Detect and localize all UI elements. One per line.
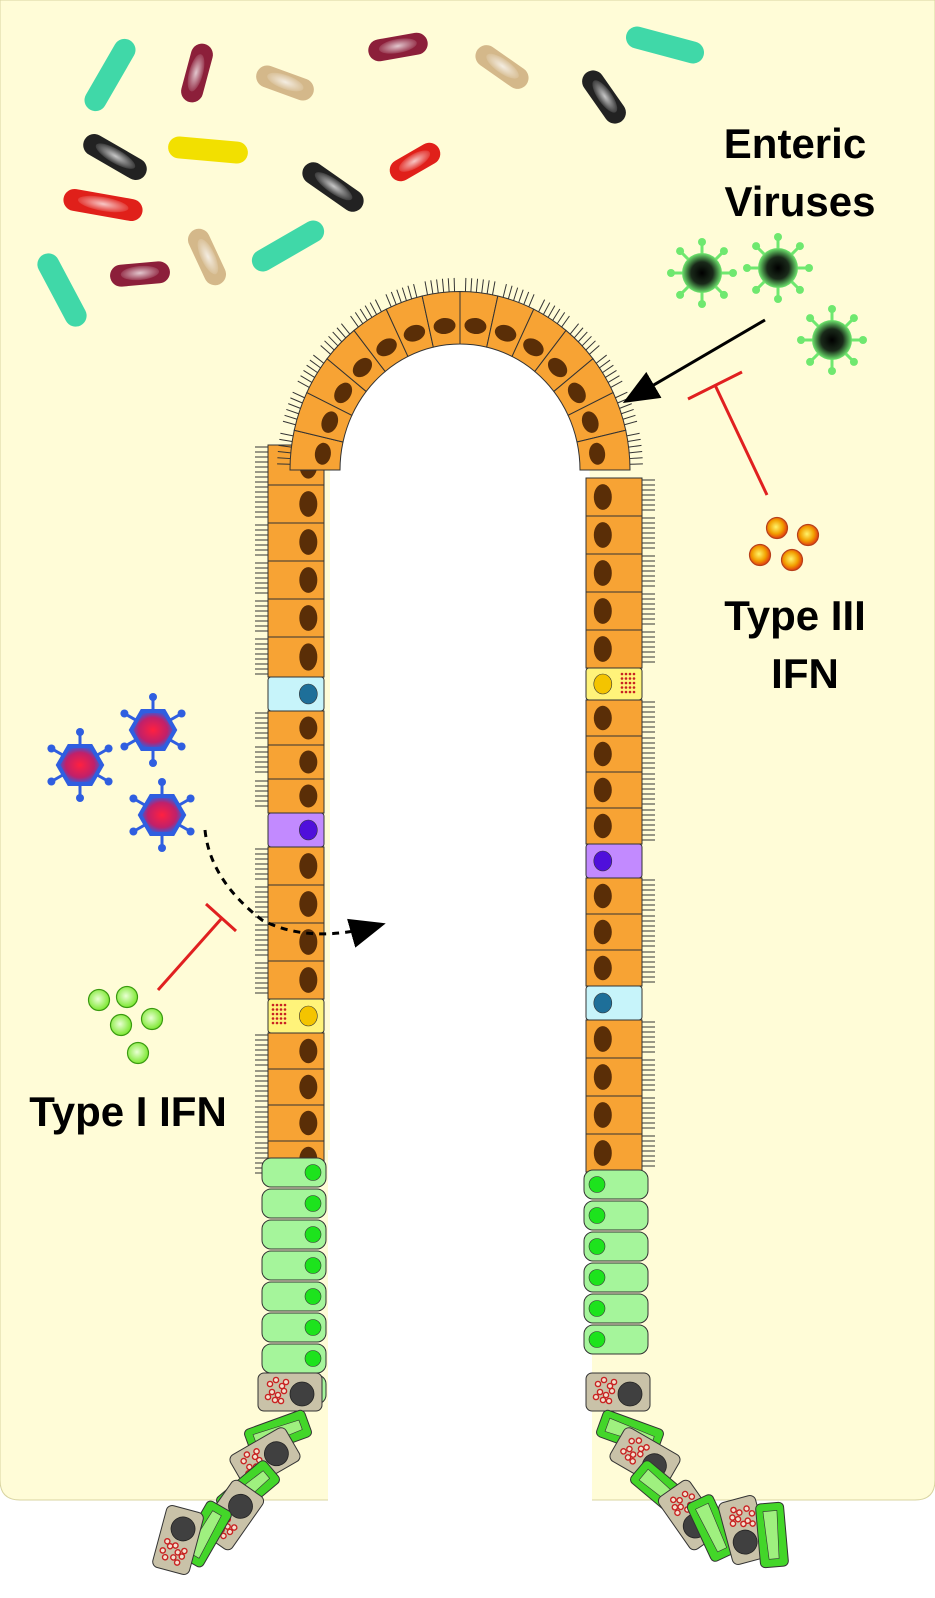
type-i-ifn-icon xyxy=(111,1015,132,1036)
stem-cell xyxy=(584,1232,648,1261)
enteric-virus-icon xyxy=(797,305,867,375)
stem-cell xyxy=(262,1189,326,1218)
enteroendocrine-cell xyxy=(586,844,642,878)
enteric-viruses-label-line1: Enteric xyxy=(724,120,866,167)
type-iii-ifn-icon xyxy=(767,518,788,539)
goblet-cell xyxy=(268,999,324,1033)
type-i-ifn-icon xyxy=(89,990,110,1011)
stem-cell xyxy=(262,1158,326,1187)
crypt-core xyxy=(328,1150,592,1550)
stem-cell xyxy=(262,1344,326,1373)
paneth-cell xyxy=(258,1373,322,1411)
tuft-cell xyxy=(268,677,324,711)
type-i-ifn-icon xyxy=(117,987,138,1008)
paneth-cell xyxy=(586,1373,650,1411)
enteroendocrine-cell xyxy=(268,813,324,847)
type-i-ifn-label: Type I IFN xyxy=(29,1088,227,1135)
type-iii-ifn-label-line2: IFN xyxy=(771,650,839,697)
stem-cell xyxy=(262,1313,326,1342)
goblet-cell xyxy=(586,668,642,700)
stem-cell xyxy=(262,1220,326,1249)
stem-cell xyxy=(584,1294,648,1323)
type-iii-ifn-label-line1: Type III xyxy=(724,592,866,639)
type-iii-ifn-icon xyxy=(750,545,771,566)
type-iii-ifn-icon xyxy=(782,550,803,571)
type-i-ifn-icon xyxy=(142,1009,163,1030)
type-i-ifn-icon xyxy=(128,1043,149,1064)
stem-cell xyxy=(262,1282,326,1311)
tuft-cell xyxy=(586,986,642,1020)
stem-cell xyxy=(584,1201,648,1230)
enteric-viruses-label-line2: Viruses xyxy=(725,178,876,225)
stem-cell xyxy=(584,1170,648,1199)
villus-core xyxy=(330,330,590,1170)
stem-cell xyxy=(584,1263,648,1292)
stem-cell xyxy=(584,1325,648,1354)
enteric-virus-icon xyxy=(667,238,737,308)
stem-cell xyxy=(262,1251,326,1280)
crypt-base-columnar-cell xyxy=(755,1502,788,1568)
type-iii-ifn-icon xyxy=(798,525,819,546)
enteric-virus-icon xyxy=(743,233,813,303)
